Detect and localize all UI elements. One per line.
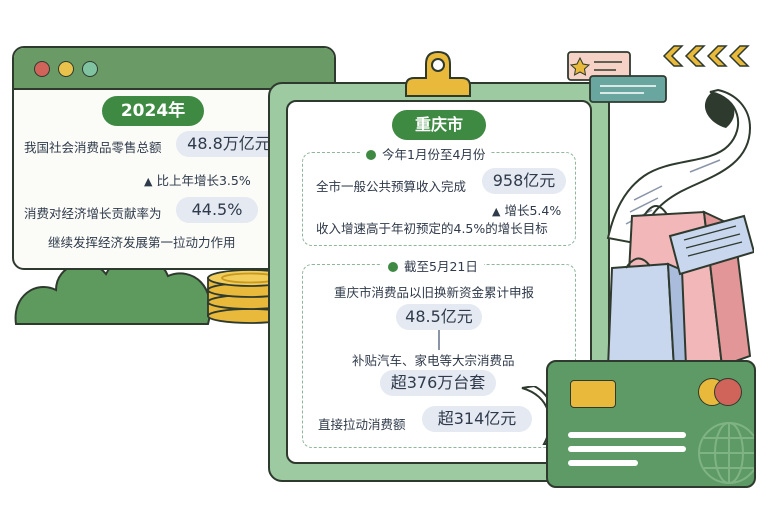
subsidy-label: 补贴汽车、家电等大宗消费品 bbox=[352, 353, 515, 368]
retail-label: 我国社会消费品零售总额 bbox=[24, 140, 162, 155]
target-text: 收入增速高于年初预定的4.5%的增长目标 bbox=[316, 221, 548, 236]
triangle-up-icon: ▲ bbox=[144, 175, 153, 188]
connector-line bbox=[438, 330, 440, 350]
year-badge: 2024年 bbox=[102, 96, 204, 126]
receipt-icon bbox=[606, 88, 752, 246]
bullet-dot-icon bbox=[388, 262, 398, 272]
retail-growth: ▲比上年增长3.5% bbox=[144, 170, 251, 189]
subsidy-value: 超376万台套 bbox=[380, 370, 496, 396]
funds-label: 重庆市消费品以旧换新资金累计申报 bbox=[334, 285, 535, 300]
window-dot-yellow bbox=[58, 61, 74, 77]
contribution-label: 消费对经济增长贡献率为 bbox=[24, 206, 162, 221]
bullet-dot-icon bbox=[366, 150, 376, 160]
revenue-value: 958亿元 bbox=[482, 168, 566, 194]
pull-label: 直接拉动消费额 bbox=[318, 417, 406, 432]
card-stripe-2 bbox=[568, 446, 686, 452]
clipboard-clip-icon bbox=[405, 50, 471, 97]
window-dot-red bbox=[34, 61, 50, 77]
contribution-value: 44.5% bbox=[176, 197, 258, 223]
pull-value: 超314亿元 bbox=[422, 406, 532, 432]
card-chip-icon bbox=[570, 380, 616, 408]
revenue-growth-text: 增长5.4% bbox=[504, 203, 562, 218]
date-text: 截至5月21日 bbox=[404, 259, 478, 274]
retail-growth-text: 比上年增长3.5% bbox=[156, 173, 251, 188]
window-body: 2024年 我国社会消费品零售总额 48.8万亿元 ▲比上年增长3.5% 消费对… bbox=[14, 90, 334, 268]
driver-text: 继续发挥经济发展第一拉动力作用 bbox=[48, 235, 236, 250]
period-text: 今年1月份至4月份 bbox=[382, 147, 486, 162]
retail-value: 48.8万亿元 bbox=[176, 131, 282, 157]
funds-value: 48.5亿元 bbox=[396, 304, 482, 330]
window-dot-green bbox=[82, 61, 98, 77]
card-stripe-1 bbox=[568, 432, 686, 438]
revenue-growth: ▲增长5.4% bbox=[492, 200, 561, 219]
city-badge: 重庆市 bbox=[392, 110, 486, 140]
shopping-bag-icon bbox=[606, 205, 754, 370]
chongqing-sheet: 重庆市 今年1月份至4月份 全市一般公共预算收入完成 958亿元 ▲增长5.4%… bbox=[286, 100, 592, 464]
triangle-up-icon: ▲ bbox=[492, 205, 501, 218]
section-budget-heading: 今年1月份至4月份 bbox=[360, 144, 492, 163]
star-message-icon bbox=[567, 51, 667, 103]
globe-icon bbox=[698, 422, 754, 484]
bush-decoration bbox=[14, 256, 211, 325]
section-tradein-heading: 截至5月21日 bbox=[382, 256, 484, 275]
card-logo-circle-right bbox=[714, 378, 742, 406]
credit-card-icon bbox=[546, 360, 756, 488]
chevron-arrows-icon bbox=[662, 45, 750, 67]
card-stripe-3 bbox=[568, 460, 638, 466]
revenue-label: 全市一般公共预算收入完成 bbox=[316, 179, 467, 194]
